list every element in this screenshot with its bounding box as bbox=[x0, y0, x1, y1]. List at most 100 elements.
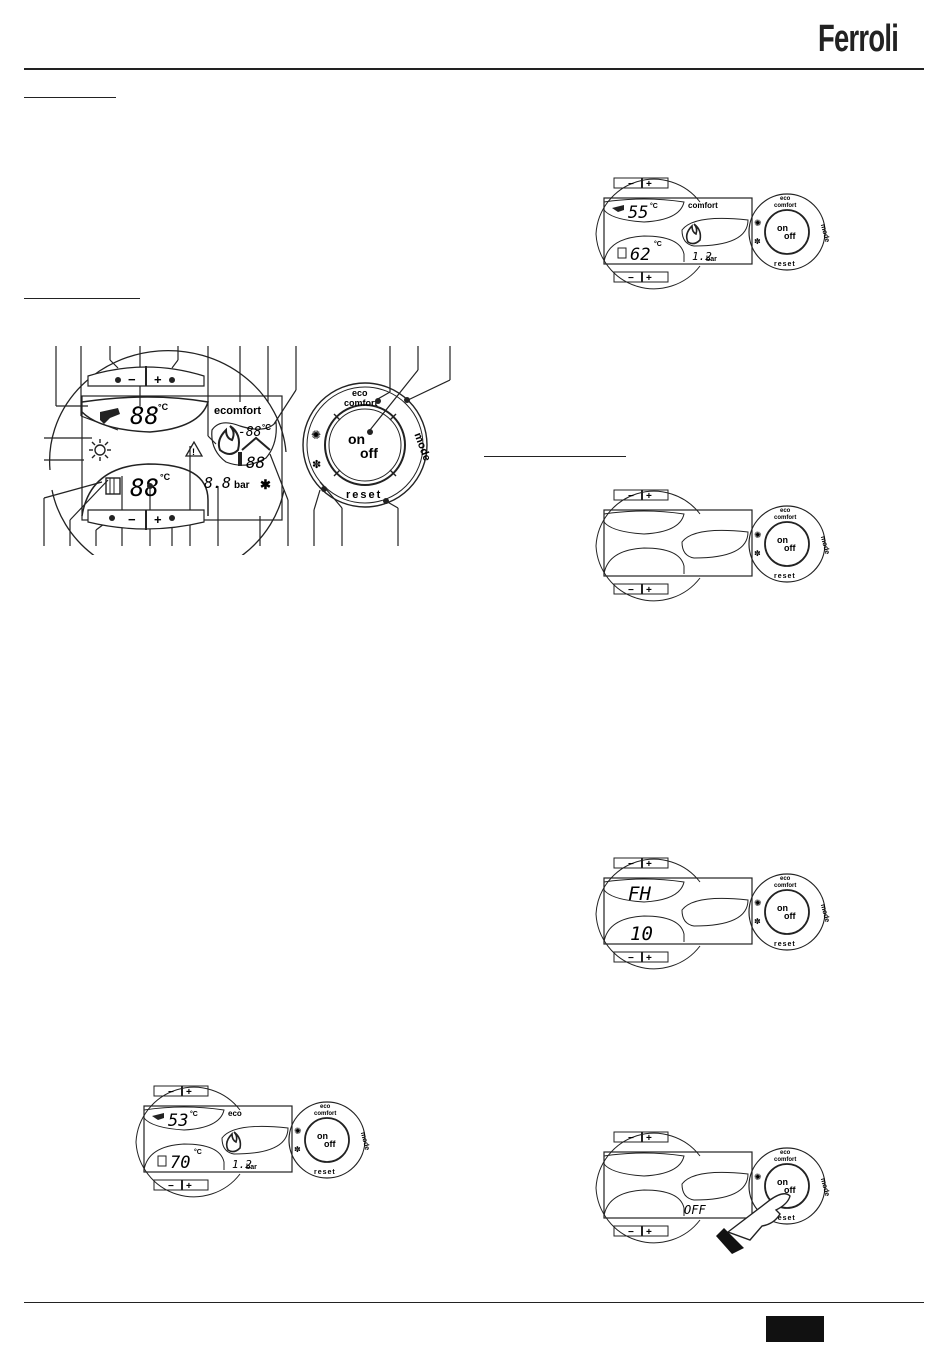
diagram-label: − bbox=[628, 1227, 634, 1238]
diagram-label: mode bbox=[819, 1177, 831, 1197]
warning-icon bbox=[184, 440, 204, 457]
diagram-label: reset bbox=[774, 573, 796, 580]
diagram-label: comfort bbox=[774, 203, 796, 209]
diagram-label: comfort bbox=[314, 1111, 336, 1117]
on-label: on bbox=[348, 431, 365, 447]
house-icon bbox=[241, 436, 271, 451]
diagram-label: − bbox=[628, 953, 634, 964]
diagram-label: ✽ bbox=[754, 237, 761, 246]
comfort-mode-label: comfort bbox=[688, 201, 718, 210]
eco-mode-label: eco bbox=[228, 1109, 242, 1118]
blank-display-figure: −+ −+ eco comfort on off mode reset ✺✽ bbox=[595, 489, 831, 602]
diagram-label: + bbox=[646, 859, 652, 870]
diagram-label: mode bbox=[819, 535, 831, 555]
diagram-label: ✽ bbox=[294, 1145, 301, 1154]
diagram-label: + bbox=[646, 273, 652, 284]
radiator-icon bbox=[105, 477, 121, 495]
ch-temp-digits: 88 bbox=[130, 474, 159, 502]
diagram-label: bar bbox=[706, 256, 717, 263]
sun-button-icon: ✺ bbox=[311, 428, 321, 442]
diagram-label: ✺ bbox=[294, 1126, 302, 1136]
eco-label: eco bbox=[352, 388, 368, 398]
fh-display-figure: −+ −+ FH 10 eco comfort on off mode rese… bbox=[595, 857, 831, 970]
page-tab bbox=[766, 1316, 824, 1342]
flame-icon bbox=[217, 425, 240, 455]
dhw-deg-unit: °C bbox=[158, 402, 169, 412]
diagram-label: − bbox=[628, 179, 634, 190]
diagram-label: + bbox=[646, 1227, 652, 1238]
comfort-pressure-digits: 1.2 bbox=[692, 250, 712, 263]
eco-pressure-digits: 1.2 bbox=[232, 1158, 252, 1171]
eco-comfort-indicator: ecomfort bbox=[214, 405, 261, 417]
comfort-display-figure: −+ −+ 55 °C 62 °C comfort 1.2 bar eco co… bbox=[595, 177, 831, 290]
diagram-label: mode bbox=[819, 903, 831, 923]
diagram-label: on bbox=[777, 535, 788, 545]
main-control-panel-diagram: − + 88 °C ! 88 °C ecomfort -88 °C 88 8.8… bbox=[43, 346, 451, 555]
section-underline-3 bbox=[484, 456, 626, 457]
diagram-label: on bbox=[777, 223, 788, 233]
eco-dhw-digits: 53 bbox=[168, 1111, 188, 1131]
diagram-label: + bbox=[186, 1181, 192, 1192]
diagram-label: bar bbox=[246, 1164, 257, 1171]
fh-top-text: FH bbox=[628, 883, 651, 905]
diagram-label: + bbox=[646, 585, 652, 596]
diagram-label: eco bbox=[780, 196, 791, 202]
diagram-label: reset bbox=[314, 1169, 336, 1176]
off-label: off bbox=[360, 445, 378, 461]
diagram-label: ✺ bbox=[754, 1172, 762, 1182]
ch-minus-label: − bbox=[128, 512, 136, 527]
diagram-label: + bbox=[646, 491, 652, 502]
diagram-label: on bbox=[777, 903, 788, 913]
fh-bottom-text: 10 bbox=[630, 923, 653, 945]
section-underline-2 bbox=[24, 298, 140, 299]
off-display-text: OFF bbox=[684, 1203, 706, 1217]
diagram-label: ✺ bbox=[754, 530, 762, 540]
ch-plus-label: + bbox=[154, 512, 162, 527]
diagram-label: °C bbox=[654, 240, 662, 248]
diagram-label: eco bbox=[320, 1104, 331, 1110]
diagram-label: − bbox=[168, 1087, 174, 1098]
diagram-label: ✽ bbox=[754, 549, 761, 558]
diagram-label: off bbox=[784, 231, 796, 241]
pressure-unit: bar bbox=[234, 480, 250, 491]
diagram-label: eco bbox=[780, 508, 791, 514]
diagram-label: ! bbox=[192, 447, 195, 457]
diagram-label: off bbox=[784, 1185, 796, 1195]
diagram-label: − bbox=[628, 491, 634, 502]
diagram-label: mode bbox=[819, 223, 831, 243]
diagram-label: comfort bbox=[774, 1157, 796, 1163]
diagram-label: + bbox=[186, 1087, 192, 1098]
snow-button-icon: ✽ bbox=[312, 459, 321, 471]
header-rule bbox=[24, 68, 924, 70]
diagram-label: °C bbox=[650, 202, 658, 210]
comfort-ch-digits: 62 bbox=[630, 245, 650, 265]
off-display-figure: −+ −+ OFF eco comfort on off mode reset … bbox=[595, 1131, 831, 1254]
dhw-temp-digits: 88 bbox=[130, 402, 159, 430]
diagram-label: ✺ bbox=[754, 898, 762, 908]
dhw-minus-label: − bbox=[128, 372, 136, 387]
footer-rule bbox=[24, 1302, 924, 1303]
diagram-label: − bbox=[628, 1133, 634, 1144]
diagram-label: − bbox=[628, 859, 634, 870]
sun-icon bbox=[89, 439, 111, 461]
diagram-label: off bbox=[784, 911, 796, 921]
diagram-label: + bbox=[646, 953, 652, 964]
room-digits: 88 bbox=[246, 453, 265, 472]
diagram-label: °C bbox=[190, 1110, 198, 1118]
section-underline-1 bbox=[24, 97, 116, 98]
diagram-label: °C bbox=[194, 1148, 202, 1156]
diagram-label: + bbox=[646, 1133, 652, 1144]
eco-ch-digits: 70 bbox=[170, 1153, 190, 1173]
diagram-label: reset bbox=[774, 1215, 796, 1222]
mode-label: mode bbox=[411, 431, 432, 463]
diagram-label: mode bbox=[359, 1131, 371, 1151]
diagram-label: °C bbox=[262, 423, 271, 432]
ch-deg-unit: °C bbox=[160, 472, 171, 482]
diagram-label: off bbox=[784, 543, 796, 553]
diagram-label: on bbox=[777, 1177, 788, 1187]
dhw-plus-label: + bbox=[154, 372, 162, 387]
pointing-hand-icon bbox=[716, 1193, 791, 1254]
diagram-label: off bbox=[324, 1139, 336, 1149]
reset-label: reset bbox=[346, 489, 382, 501]
comfort-label: comfort bbox=[344, 398, 378, 408]
